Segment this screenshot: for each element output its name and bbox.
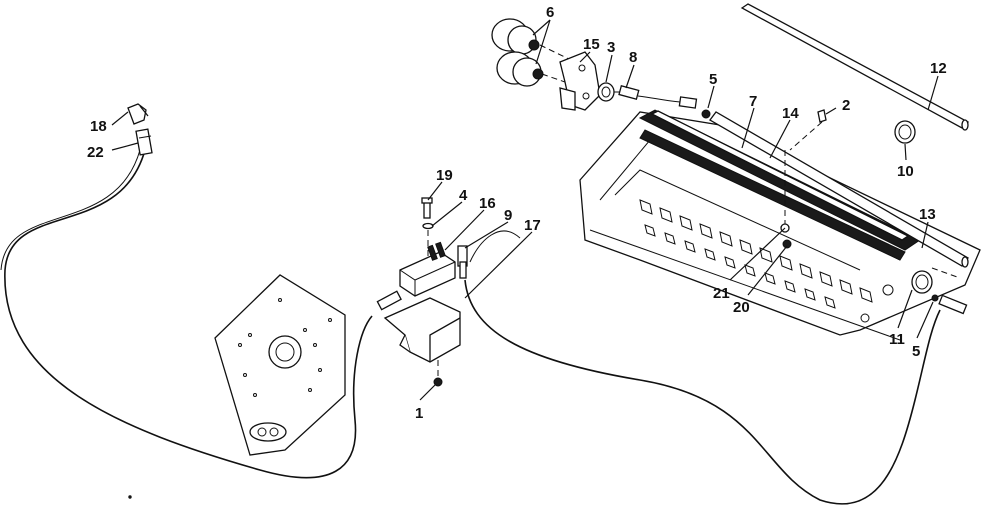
mounting-plate (214, 274, 346, 456)
cutter-frame (579, 111, 981, 341)
callout-22: 22 (87, 144, 104, 161)
washer-4 (422, 222, 434, 230)
callout-18: 18 (90, 118, 107, 135)
mounting-flange-15 (559, 51, 601, 111)
hose-fitting-right (931, 294, 968, 315)
left-hose-fitting (376, 290, 402, 311)
callout-20: 20 (733, 299, 750, 316)
nut-20 (782, 239, 792, 249)
hose-fitting-9 (457, 245, 468, 279)
callout-14: 14 (782, 105, 799, 122)
hose-center-link (469, 230, 521, 263)
coupling-3 (597, 82, 615, 102)
callout-3: 3 (607, 39, 615, 56)
knife-strip-14 (639, 129, 906, 261)
hose-left-loop-inner (0, 149, 141, 271)
callout-4: 4 (459, 187, 468, 204)
callout-16: 16 (479, 195, 496, 212)
hose-fitting-8 (618, 85, 698, 109)
bolt-2 (817, 109, 827, 123)
callout-10: 10 (897, 163, 914, 180)
callout-9: 9 (504, 207, 512, 224)
nut-5-top (701, 109, 711, 119)
callout-12: 12 (930, 60, 947, 77)
callout-1: 1 (415, 405, 423, 422)
bolt-19 (421, 197, 433, 219)
callout-21: 21 (713, 285, 730, 302)
callout-6: 6 (546, 4, 554, 21)
callout-5-top: 5 (709, 71, 717, 88)
leader-lines (111, 19, 939, 401)
valve-bracket (383, 297, 461, 363)
hose-end-fitting-22 (135, 128, 153, 156)
callout-19: 19 (436, 167, 453, 184)
callout-7: 7 (749, 93, 757, 110)
valve-block-16 (399, 241, 456, 297)
hose-right-loop (464, 279, 941, 505)
callout-2: 2 (842, 97, 850, 114)
pump-motor-6 (491, 18, 544, 87)
elbow-fitting-18 (127, 103, 149, 125)
callout-5-bottom: 5 (912, 343, 920, 360)
hose-left-loop (4, 149, 373, 479)
callout-8: 8 (629, 49, 637, 66)
rod-12 (740, 3, 970, 131)
callout-13: 13 (919, 206, 936, 223)
callout-15: 15 (583, 36, 600, 53)
callout-labels: 18 22 19 4 16 9 17 1 6 15 3 8 5 7 14 2 1… (87, 4, 947, 422)
callout-17: 17 (524, 217, 541, 234)
callout-11: 11 (889, 331, 905, 348)
speck-mark (128, 495, 132, 499)
clamp-ring-11 (911, 270, 933, 294)
clamp-ring-10 (894, 120, 916, 144)
